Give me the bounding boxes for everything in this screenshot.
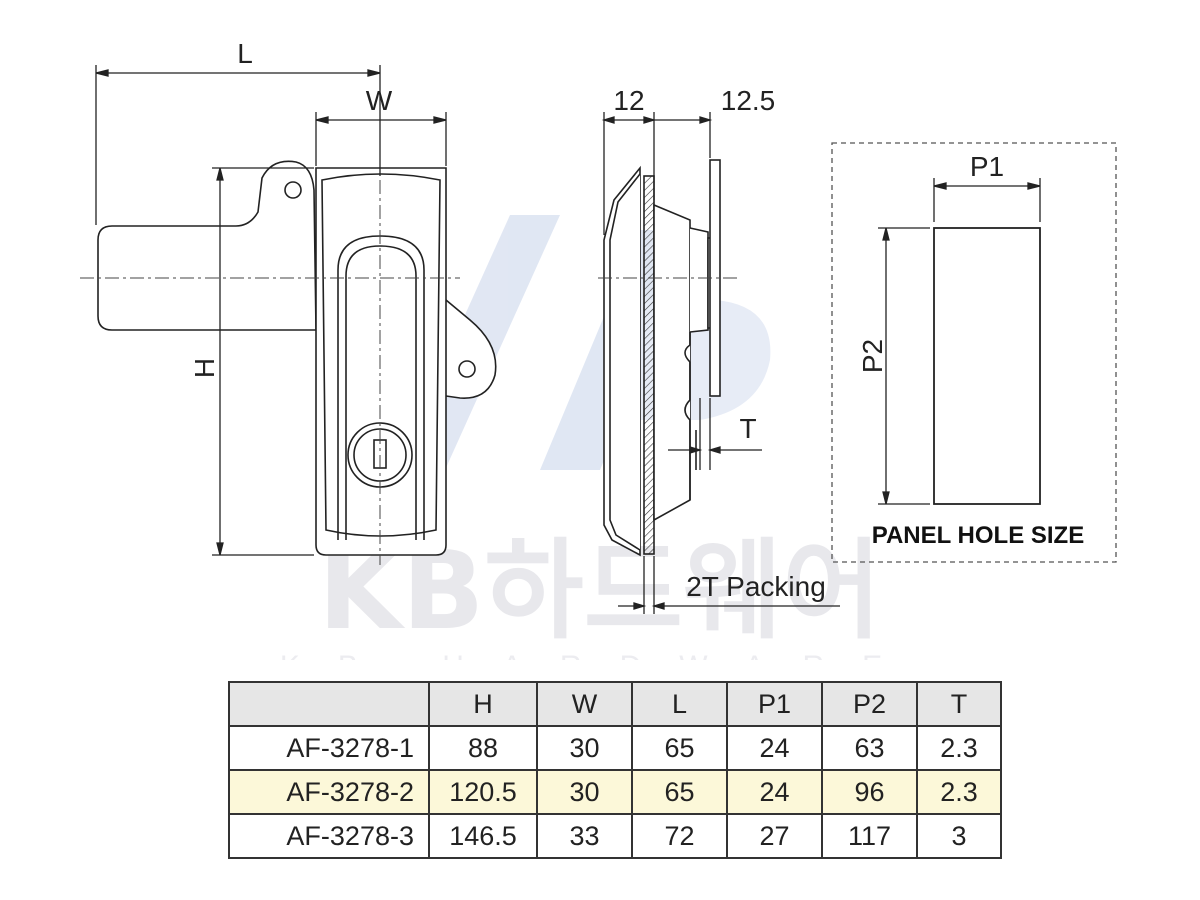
dim-packing-label: 2T Packing (686, 571, 826, 602)
value-cell: 2.3 (916, 725, 1002, 771)
dim-h-label: H (189, 358, 220, 378)
value-cell: 88 (428, 725, 538, 771)
value-cell: 120.5 (428, 769, 538, 815)
dim-l (95, 65, 381, 225)
header-cell: H (428, 681, 538, 727)
value-cell: 3 (916, 813, 1002, 859)
dim-p1 (933, 178, 1041, 222)
value-cell: 117 (821, 813, 918, 859)
value-cell: 65 (631, 725, 728, 771)
panel-hole-view (831, 142, 1117, 563)
dim-packing (618, 556, 840, 614)
front-centerlines (80, 180, 460, 565)
value-cell: 146.5 (428, 813, 538, 859)
table-row-highlighted: AF-3278-2 120.5 30 65 24 96 2.3 (228, 769, 1002, 815)
value-cell: 96 (821, 769, 918, 815)
header-cell: W (536, 681, 633, 727)
technical-drawing: KB하드웨어 KB HARDWARE L (80, 38, 1117, 660)
header-cell: L (631, 681, 728, 727)
watermark-sub: KB HARDWARE (280, 650, 920, 660)
front-view (97, 160, 497, 556)
header-cell: P1 (726, 681, 823, 727)
dim-p2-label: P2 (857, 339, 888, 373)
value-cell: 65 (631, 769, 728, 815)
dim-t (668, 398, 762, 470)
table-row: AF-3278-3 146.5 33 72 27 117 3 (228, 813, 1002, 859)
table-header-row: H W L P1 P2 T (228, 681, 1002, 727)
dim-12 (601, 112, 657, 235)
header-cell: P2 (821, 681, 918, 727)
dim-w (315, 112, 447, 166)
dim-h (212, 167, 314, 556)
value-cell: 30 (536, 725, 633, 771)
header-cell (228, 681, 430, 727)
panel-hole-title: PANEL HOLE SIZE (872, 522, 1084, 549)
side-view (603, 159, 721, 557)
spec-table: H W L P1 P2 T AF-3278-1 88 30 65 24 63 2… (228, 681, 1002, 859)
dim-l-label: L (237, 38, 253, 69)
dim-w-label: W (366, 85, 393, 116)
dim-12-label: 12 (613, 85, 644, 116)
value-cell: 24 (726, 769, 823, 815)
value-cell: 33 (536, 813, 633, 859)
dim-p1-label: P1 (970, 151, 1004, 182)
model-cell: AF-3278-2 (228, 769, 430, 815)
value-cell: 24 (726, 725, 823, 771)
dim-12-5 (654, 112, 713, 158)
dim-t-label: T (739, 413, 756, 444)
value-cell: 27 (726, 813, 823, 859)
value-cell: 72 (631, 813, 728, 859)
table-row: AF-3278-1 88 30 65 24 63 2.3 (228, 725, 1002, 771)
header-cell: T (916, 681, 1002, 727)
model-cell: AF-3278-1 (228, 725, 430, 771)
value-cell: 30 (536, 769, 633, 815)
dim-p2 (878, 227, 930, 505)
model-cell: AF-3278-3 (228, 813, 430, 859)
dim-12-5-label: 12.5 (721, 85, 776, 116)
value-cell: 2.3 (916, 769, 1002, 815)
value-cell: 63 (821, 725, 918, 771)
